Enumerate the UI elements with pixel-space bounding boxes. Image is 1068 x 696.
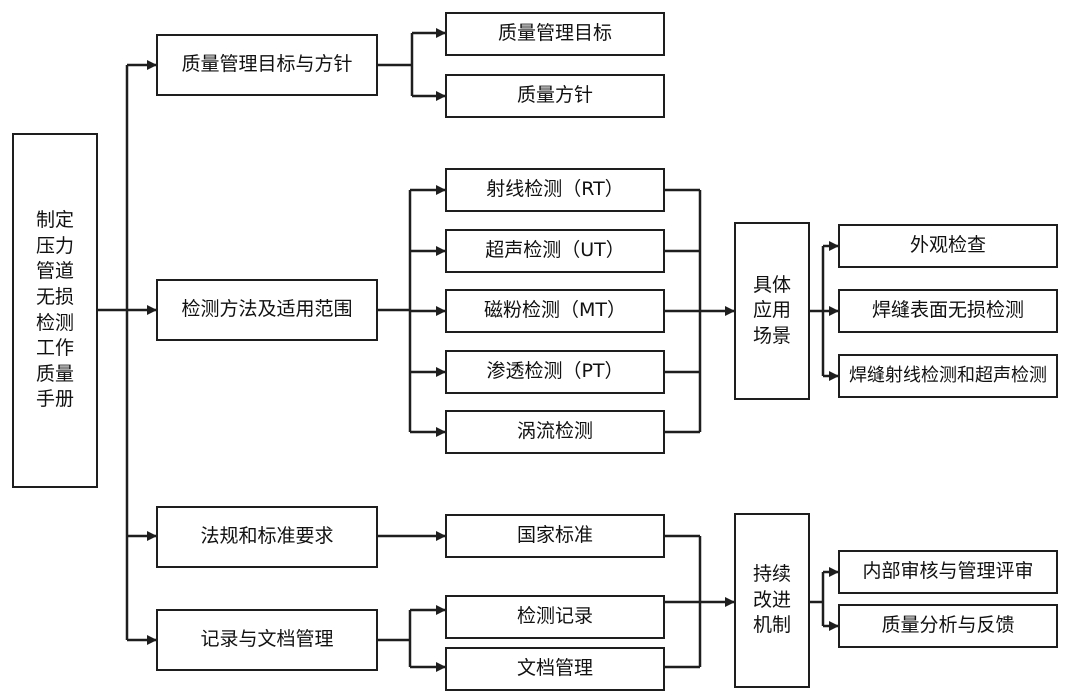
node-inspection-records: 检测记录 bbox=[445, 595, 665, 639]
node-label: 记录与文档管理 bbox=[200, 628, 334, 651]
node-scene-weld-rt-ut: 焊缝射线检测和超声检测 bbox=[838, 354, 1058, 398]
node-label: 内部审核与管理评审 bbox=[862, 560, 1034, 583]
node-label: 具体应用场景 bbox=[752, 273, 791, 347]
node-label: 磁粉检测（MT） bbox=[484, 299, 626, 322]
node-label: 检测记录 bbox=[516, 605, 593, 628]
node-label: 射线检测（RT） bbox=[486, 178, 624, 201]
node-label: 检测方法及适用范围 bbox=[181, 298, 353, 321]
node-method-eddy: 涡流检测 bbox=[445, 410, 665, 454]
node-methods-scope: 检测方法及适用范围 bbox=[156, 279, 378, 341]
node-label: 外观检查 bbox=[909, 234, 986, 257]
node-internal-audit-review: 内部审核与管理评审 bbox=[838, 550, 1058, 594]
node-label: 质量分析与反馈 bbox=[881, 614, 1015, 637]
node-application-scenarios: 具体应用场景 bbox=[734, 222, 810, 400]
node-national-standards: 国家标准 bbox=[445, 514, 665, 558]
root-node: 制定压力管道无损检测工作质量手册 bbox=[12, 133, 98, 488]
node-method-pt: 渗透检测（PT） bbox=[445, 350, 665, 394]
node-label: 涡流检测 bbox=[516, 420, 593, 443]
node-label: 持续改进机制 bbox=[752, 563, 791, 637]
node-quality-policy: 质量方针 bbox=[445, 74, 665, 118]
node-label: 质量管理目标 bbox=[497, 22, 612, 45]
root-label: 制定压力管道无损检测工作质量手册 bbox=[35, 208, 74, 411]
node-quality-goals-policy: 质量管理目标与方针 bbox=[156, 34, 378, 96]
node-document-management: 文档管理 bbox=[445, 647, 665, 691]
node-label: 渗透检测（PT） bbox=[486, 360, 624, 383]
node-regulations-standards: 法规和标准要求 bbox=[156, 506, 378, 568]
node-label: 文档管理 bbox=[516, 657, 593, 680]
node-label: 质量管理目标与方针 bbox=[181, 53, 353, 76]
node-method-ut: 超声检测（UT） bbox=[445, 229, 665, 273]
node-quality-goal: 质量管理目标 bbox=[445, 12, 665, 56]
node-records-documents: 记录与文档管理 bbox=[156, 609, 378, 671]
node-label: 超声检测（UT） bbox=[485, 239, 625, 262]
node-label: 质量方针 bbox=[516, 84, 593, 107]
node-method-mt: 磁粉检测（MT） bbox=[445, 289, 665, 333]
node-label: 焊缝表面无损检测 bbox=[871, 299, 1024, 322]
node-quality-analysis-feedback: 质量分析与反馈 bbox=[838, 604, 1058, 648]
node-label: 法规和标准要求 bbox=[200, 525, 334, 548]
node-scene-weld-surface: 焊缝表面无损检测 bbox=[838, 289, 1058, 333]
node-label: 国家标准 bbox=[516, 524, 593, 547]
node-continuous-improvement: 持续改进机制 bbox=[734, 513, 810, 688]
node-scene-visual: 外观检查 bbox=[838, 224, 1058, 268]
node-method-rt: 射线检测（RT） bbox=[445, 168, 665, 212]
node-label: 焊缝射线检测和超声检测 bbox=[849, 365, 1047, 387]
